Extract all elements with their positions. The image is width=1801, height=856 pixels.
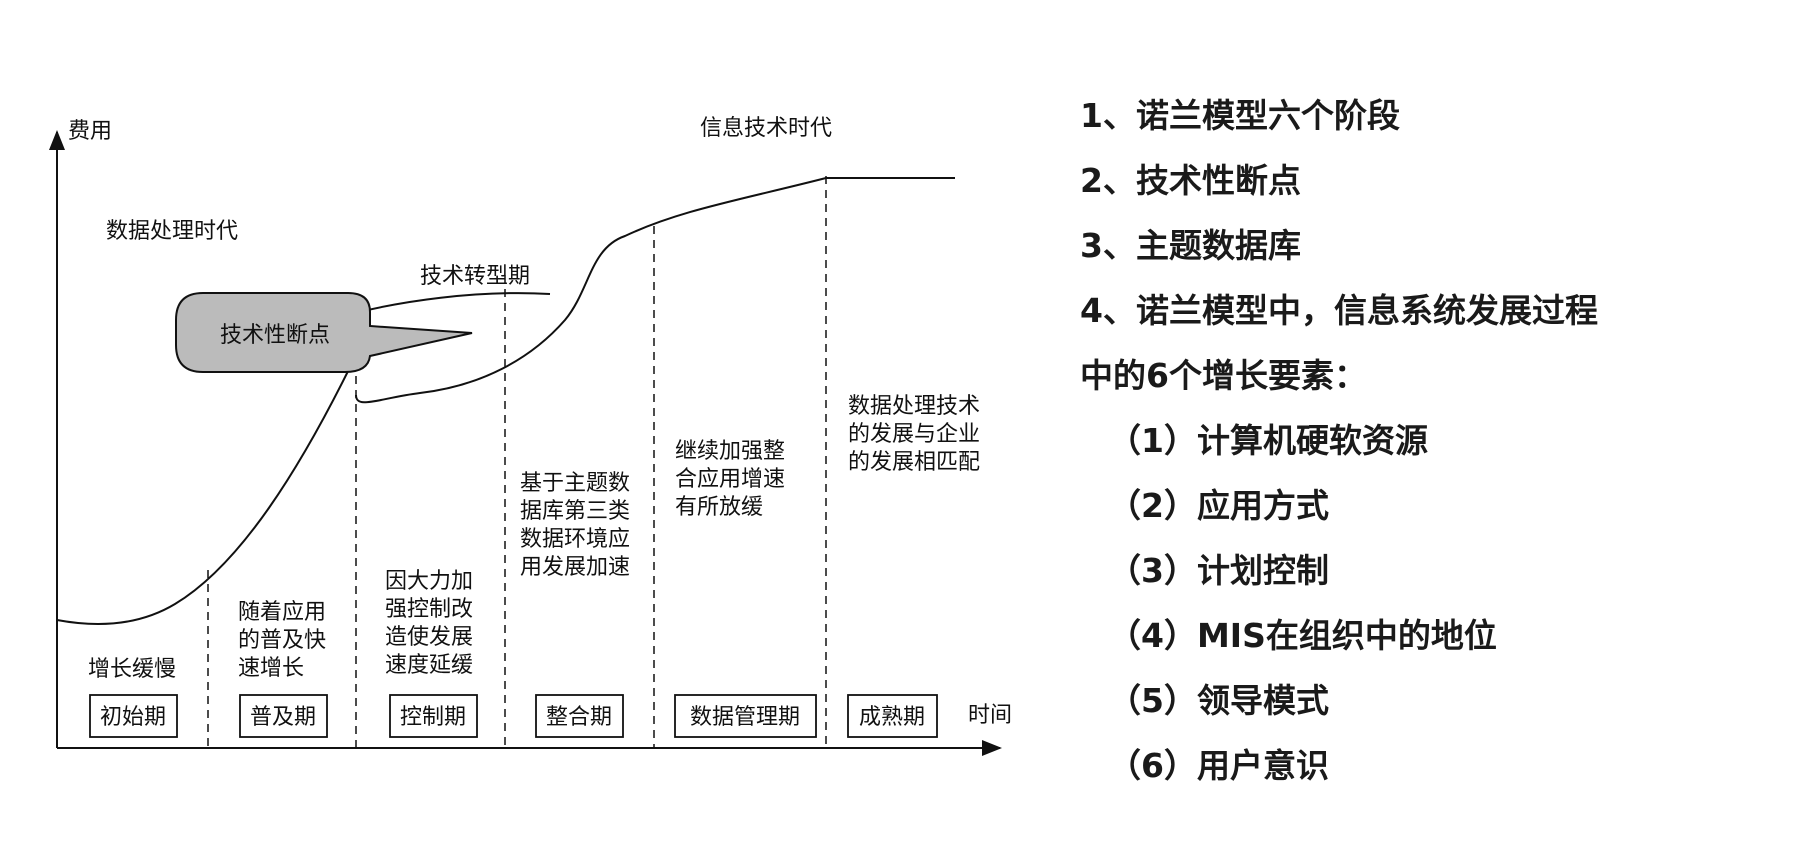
stage-box — [389, 694, 478, 738]
growth-factor: （6）用户意识 — [1108, 746, 1329, 785]
transition-label: 技术转型期 — [420, 264, 530, 289]
stage-description: 继续加强整 合应用增速 有所放缓 — [675, 439, 792, 520]
growth-factor: （5）领导模式 — [1108, 681, 1329, 720]
stage-description: 基于主题数 据库第三类 数据环境应 用发展加速 — [520, 471, 637, 580]
stage-name: 普及期 — [250, 705, 316, 730]
callout-label: 技术性断点 — [220, 323, 330, 348]
stage-boxes: 初始期 普及期 控制期 整合期 数据管理期 成熟期 — [89, 694, 938, 738]
key-point: 1、诺兰模型六个阶段 — [1080, 96, 1400, 135]
stage-description: 随着应用 的普及快 速增长 — [238, 600, 333, 681]
growth-factor: （2）应用方式 — [1108, 486, 1329, 525]
key-point: 4、诺兰模型中，信息系统发展过程 — [1080, 291, 1598, 330]
stage-box — [674, 694, 817, 738]
growth-curve-information-tech — [355, 177, 955, 404]
growth-factor: （1）计算机硬软资源 — [1108, 421, 1428, 460]
stage-name: 初始期 — [100, 705, 166, 730]
stage-description: 因大力加 强控制改 造使发展 速度延缓 — [385, 569, 480, 678]
stage-box — [239, 694, 328, 738]
key-point: 2、技术性断点 — [1080, 161, 1301, 200]
technical-breakpoint-callout — [175, 292, 473, 373]
stage-box — [535, 694, 624, 738]
stage-dividers — [207, 176, 827, 748]
key-point: 3、主题数据库 — [1080, 226, 1301, 265]
stage-name: 数据管理期 — [690, 705, 800, 730]
stage-name: 控制期 — [400, 705, 466, 730]
stage-name: 整合期 — [546, 705, 612, 730]
stage-box — [89, 694, 178, 738]
growth-factor: （4）MIS在组织中的地位 — [1108, 616, 1497, 655]
stage-description: 数据处理技术 的发展与企业 的发展相匹配 — [848, 394, 987, 475]
era-information-tech-label: 信息技术时代 — [700, 116, 832, 141]
key-point: 中的6个增长要素： — [1080, 356, 1367, 395]
growth-curve-data-processing — [56, 354, 357, 626]
x-axis-label: 时间 — [968, 703, 1012, 728]
growth-factor: （3）计划控制 — [1108, 551, 1329, 590]
stage-box — [847, 694, 938, 738]
y-axis-label: 费用 — [68, 119, 112, 144]
stage-description: 增长缓慢 — [88, 657, 176, 682]
stage-name: 成熟期 — [859, 705, 925, 730]
key-points-list: 1、诺兰模型六个阶段 2、技术性断点 3、主题数据库 4、诺兰模型中，信息系统发… — [1080, 88, 1780, 803]
era-data-processing-label: 数据处理时代 — [106, 219, 238, 244]
